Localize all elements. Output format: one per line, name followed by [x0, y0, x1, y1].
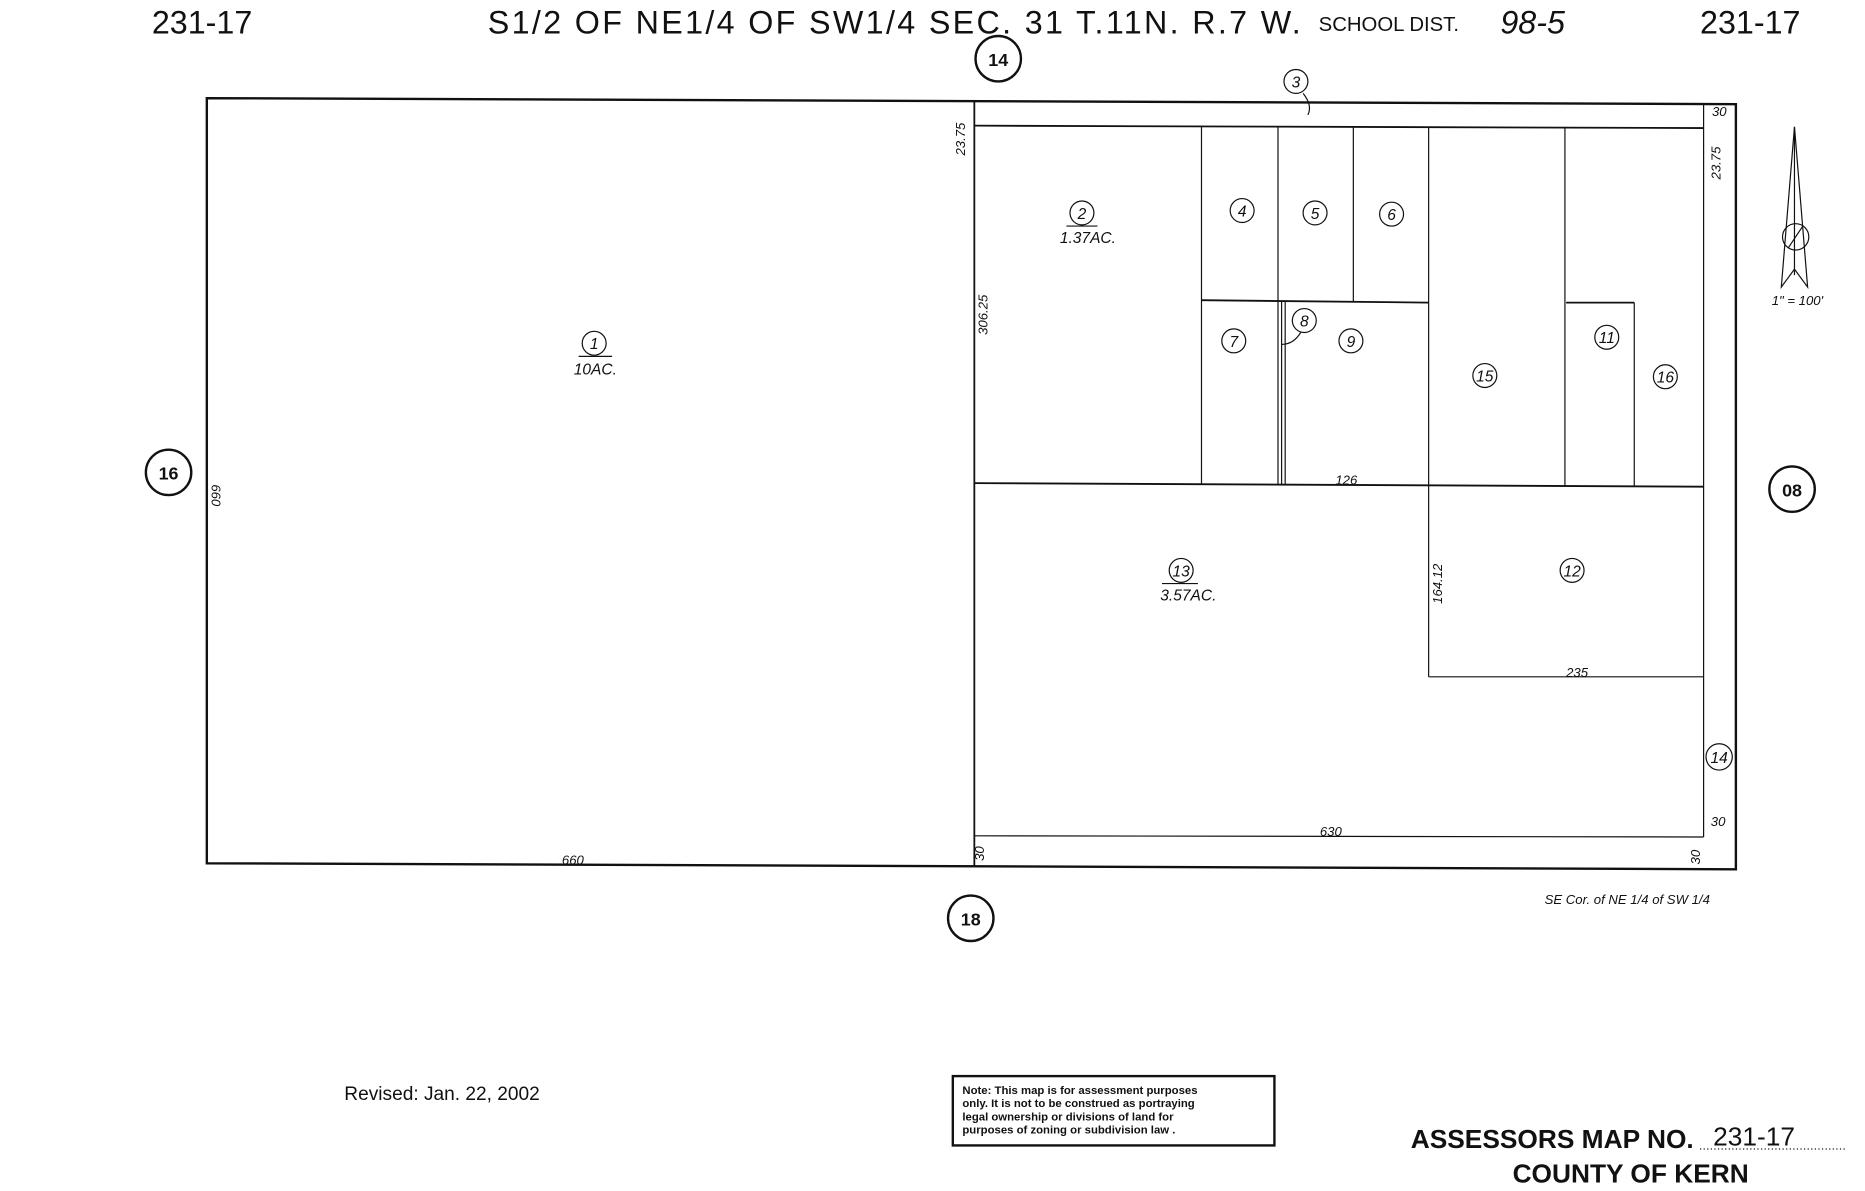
- adjacent-map-southeast[interactable]: 14: [1705, 743, 1733, 771]
- map-title: S1/2 OF NE1/4 OF SW1/4 SEC. 31 T.11N. R.…: [488, 5, 1301, 41]
- svg-text:14: 14: [1711, 750, 1729, 767]
- svg-text:23.75: 23.75: [953, 122, 968, 157]
- svg-text:235: 235: [1565, 665, 1589, 680]
- dimension-labels: 23.75 306.25 660 660 30 630 30 30 30 23.…: [209, 104, 1728, 867]
- parcel-1[interactable]: 1 10AC.: [574, 330, 617, 378]
- county-name: COUNTY OF KERN: [1513, 1158, 1749, 1188]
- svg-text:8: 8: [1300, 314, 1309, 331]
- svg-text:12: 12: [1563, 563, 1581, 580]
- school-district: 98-5: [1500, 5, 1566, 41]
- assessors-map-label: ASSESSORS MAP NO.: [1411, 1124, 1694, 1154]
- svg-text:30: 30: [972, 846, 987, 861]
- svg-text:4: 4: [1238, 204, 1247, 221]
- svg-text:purposes of zoning or subdivis: purposes of zoning or subdivision law .: [962, 1124, 1175, 1136]
- parcel-lines: [205, 93, 1738, 871]
- adjacent-map-west[interactable]: 16: [144, 448, 193, 497]
- svg-text:30: 30: [1712, 104, 1727, 119]
- parcel-9[interactable]: 9: [1338, 328, 1364, 354]
- parcel-4[interactable]: 4: [1229, 197, 1255, 224]
- svg-text:1: 1: [590, 336, 599, 353]
- svg-text:5: 5: [1311, 206, 1320, 223]
- school-district-label: SCHOOL DIST.: [1319, 14, 1459, 36]
- svg-text:630: 630: [1320, 824, 1343, 839]
- svg-text:1.37AC.: 1.37AC.: [1060, 230, 1116, 247]
- svg-text:30: 30: [1688, 849, 1703, 864]
- parcel-8[interactable]: 8: [1291, 307, 1317, 334]
- revised-date: Revised: Jan. 22, 2002: [344, 1084, 539, 1105]
- corner-note: SE Cor. of NE 1/4 of SW 1/4: [1545, 892, 1710, 907]
- svg-text:660: 660: [209, 484, 224, 507]
- disclaimer-note: Note: This map is for assessment purpose…: [951, 1074, 1276, 1147]
- map-number-right: 231-17: [1700, 5, 1800, 41]
- svg-text:2: 2: [1077, 206, 1087, 223]
- adjacent-map-south[interactable]: 18: [946, 894, 995, 943]
- svg-text:18: 18: [961, 909, 981, 929]
- svg-text:30: 30: [1711, 814, 1726, 829]
- svg-text:9: 9: [1347, 334, 1356, 351]
- parcel-12[interactable]: 12: [1559, 557, 1585, 583]
- svg-text:15: 15: [1476, 369, 1494, 386]
- adjacent-map-north[interactable]: 14: [974, 34, 1023, 83]
- parcel-6[interactable]: 6: [1379, 201, 1405, 227]
- assessors-map-number: 231-17: [1713, 1121, 1795, 1151]
- svg-text:14: 14: [988, 50, 1008, 70]
- parcel-11[interactable]: 11: [1594, 324, 1620, 350]
- svg-text:23.75: 23.75: [1708, 146, 1723, 181]
- svg-text:3: 3: [1292, 74, 1301, 91]
- svg-text:126: 126: [1335, 472, 1358, 487]
- svg-text:6: 6: [1387, 207, 1396, 224]
- parcel-5[interactable]: 5: [1302, 200, 1328, 226]
- svg-text:660: 660: [562, 852, 585, 867]
- svg-text:3.57AC.: 3.57AC.: [1160, 587, 1216, 604]
- parcel-7[interactable]: 7: [1221, 328, 1247, 354]
- svg-text:only. It is not to be construe: only. It is not to be construed as portr…: [962, 1098, 1194, 1110]
- adjacent-map-east[interactable]: 08: [1768, 465, 1816, 514]
- svg-text:08: 08: [1782, 480, 1802, 500]
- map-number-left: 231-17: [152, 5, 252, 41]
- svg-text:306.25: 306.25: [975, 294, 990, 335]
- parcel-15[interactable]: 15: [1472, 362, 1498, 389]
- north-arrow-icon: [1780, 126, 1810, 290]
- svg-text:10AC.: 10AC.: [574, 361, 617, 378]
- parcel-3[interactable]: 3: [1283, 68, 1309, 94]
- parcel-2[interactable]: 2 1.37AC.: [1060, 200, 1116, 247]
- svg-text:16: 16: [1657, 370, 1675, 387]
- svg-text:7: 7: [1229, 334, 1239, 351]
- svg-text:11: 11: [1599, 330, 1615, 347]
- parcel-13[interactable]: 13 3.57AC.: [1160, 557, 1216, 604]
- svg-text:164.12: 164.12: [1430, 563, 1445, 604]
- svg-text:13: 13: [1173, 563, 1191, 580]
- svg-text:legal ownership or divisions o: legal ownership or divisions of land for: [962, 1111, 1174, 1123]
- parcel-16[interactable]: 16: [1652, 364, 1678, 390]
- svg-text:16: 16: [159, 464, 179, 484]
- svg-text:Note: This map is for assessme: Note: This map is for assessment purpose…: [962, 1085, 1197, 1097]
- map-scale: 1" = 100': [1772, 293, 1824, 308]
